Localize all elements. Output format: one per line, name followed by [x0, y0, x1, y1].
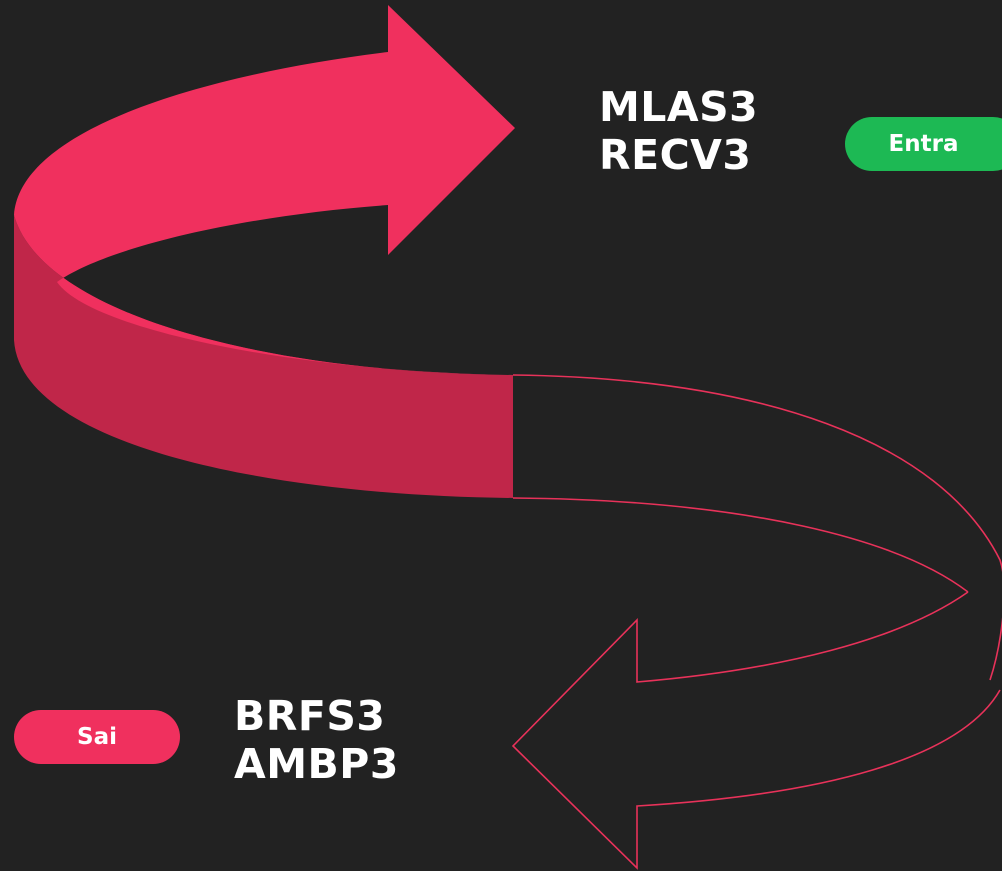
entering-ticker: RECV3 [599, 131, 752, 179]
ribbon-outline-right [512, 374, 1002, 681]
leaving-ticker: BRFS3 [234, 692, 386, 740]
entering-ticker: MLAS3 [599, 83, 759, 131]
entering-tickers: MLAS3 RECV3 [599, 83, 758, 179]
leaving-ticker: AMBP3 [234, 740, 399, 788]
enter-arrow [14, 5, 515, 375]
leave-badge-label: Sai [77, 724, 117, 750]
enter-badge: Entra [845, 117, 1002, 171]
enter-badge-label: Entra [888, 131, 959, 157]
leaving-tickers: BRFS3 AMBP3 [234, 692, 399, 788]
ribbon-side-band [14, 215, 513, 498]
leave-arrow [511, 591, 1001, 870]
leave-badge: Sai [14, 710, 180, 764]
